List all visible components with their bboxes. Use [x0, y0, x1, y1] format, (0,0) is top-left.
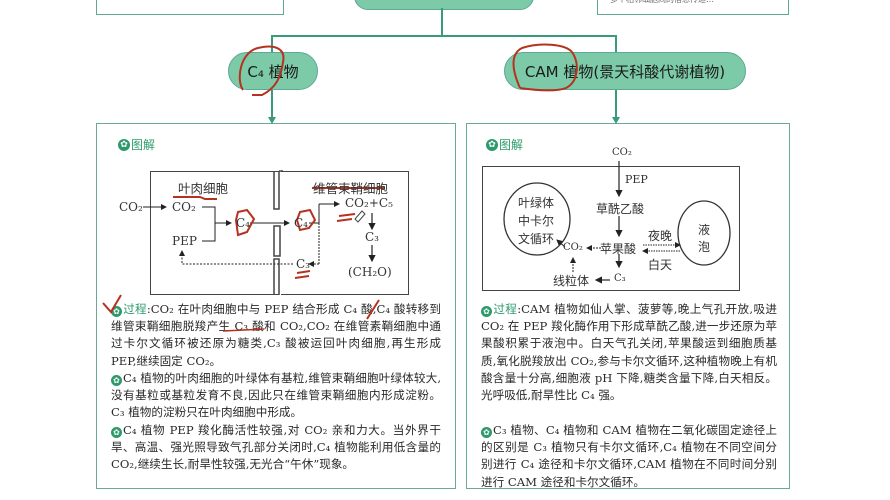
co2-inside: CO₂	[172, 200, 196, 214]
star-icon: ✿	[111, 306, 122, 317]
ch2o-label: (CH₂O)	[348, 265, 392, 279]
process-keyword: 过程	[123, 302, 147, 316]
connector-vertical-top	[441, 8, 443, 36]
top-left-box	[96, 0, 284, 15]
c3-label: C₃	[614, 273, 626, 284]
chloroplast-line3: 文循环	[518, 232, 555, 246]
c4-chloroplast-text: C₄ 植物的叶肉细胞的叶绿体有基粒,维管束鞘细胞叶绿体较大,没有基粒或基粒发育不…	[111, 371, 441, 420]
day-label: 白天	[648, 258, 673, 272]
co2-top-label: CO₂	[612, 147, 632, 158]
cam-comparison-text: C₃ 植物、C₄ 植物和 CAM 植物在二氧化碳固定途径上的区别是 C₃ 植物只…	[481, 423, 777, 489]
cam-comparison-paragraph: ✿C₃ 植物、C₄ 植物和 CAM 植物在二氧化碳固定途径上的区别是 C₃ 植物…	[481, 422, 777, 491]
cam-diagram: CO₂ PEP 草酰乙酸 苹果酸 叶绿体 中卡尔 文循环 CO₂ 线粒体 C₃ …	[467, 124, 791, 304]
chloroplast-line1: 叶绿体	[518, 196, 555, 210]
arrow-left-icon	[268, 117, 276, 124]
arrow-right-icon	[612, 117, 620, 124]
connector-horizontal	[272, 35, 616, 37]
star-icon: ✿	[481, 306, 492, 317]
oxaloacetate-label: 草酰乙酸	[596, 202, 645, 216]
cam-diagram-heading: ✿ 图解	[486, 136, 523, 153]
vacuole-line2: 泡	[698, 240, 711, 254]
c4-plant-pill: C₄ 植物	[228, 52, 318, 90]
chloroplast-line2: 中卡尔	[518, 214, 555, 228]
pep-label: PEP	[172, 234, 197, 248]
co2-c5-label: CO₂+C₅	[345, 196, 393, 210]
cam-process-text: :CAM 植物如仙人掌、菠萝等,晚上气孔开放,吸进 CO₂ 在 PEP 羧化酶作…	[481, 302, 777, 403]
c4-panel: ✿ 图解	[96, 123, 456, 489]
c4-diagram: 叶肉细胞 维管束鞘细胞 CO₂ CO₂ PEP C₄ C₄ CO₂+C₅ C₃ …	[97, 124, 457, 304]
star-icon: ✿	[481, 427, 492, 438]
c4-diagram-heading: ✿ 图解	[118, 136, 155, 153]
c4-text-annotations	[102, 294, 380, 332]
co2-outside: CO₂	[119, 200, 143, 214]
mitochondria-label: 线粒体	[553, 274, 590, 288]
star-icon: ✿	[486, 138, 498, 151]
c4-pep-text: C₄ 植物 PEP 羧化酶活性较强,对 CO₂ 亲和力大。当外界干旱、高温、强光…	[111, 423, 441, 472]
cam-diagram-lines	[503, 161, 731, 284]
c3-return: C₃	[296, 257, 310, 271]
bundle-sheath-cell-box	[281, 171, 409, 295]
c3-bundle-sheath: C₃	[365, 230, 379, 244]
c4-diagram-title: 图解	[131, 138, 156, 152]
c4-chloroplast-paragraph: ✿C₄ 植物的叶肉细胞的叶绿体有基粒,维管束鞘细胞叶绿体较大,没有基粒或基粒发育…	[111, 370, 441, 422]
mesophyll-cell-label: 叶肉细胞	[178, 181, 229, 196]
mesophyll-cell-box	[150, 171, 279, 295]
c4-mesophyll: C₄	[236, 216, 250, 230]
bundle-sheath-cell-label: 维管束鞘细胞	[313, 181, 389, 196]
cam-diagram-title: 图解	[499, 138, 524, 152]
pep-label: PEP	[625, 173, 648, 186]
process-keyword: 过程	[493, 302, 518, 316]
c4-process-paragraph: ✿过程:CO₂ 在叶肉细胞中与 PEP 结合形成 C₄ 酸,C₄ 酸转移到维管束…	[111, 301, 441, 370]
night-label: 夜晚	[648, 229, 673, 243]
cam-cell-box	[482, 166, 740, 291]
star-icon: ✿	[111, 427, 122, 438]
c4-plant-label: C₄ 植物	[247, 62, 299, 81]
c4-pep-paragraph: ✿C₄ 植物 PEP 羧化酶活性较强,对 CO₂ 亲和力大。当外界干旱、高温、强…	[111, 422, 441, 474]
co2-mid-label: CO₂	[563, 242, 583, 253]
malate-label: 苹果酸	[600, 242, 637, 256]
c4-process-text: :CO₂ 在叶肉细胞中与 PEP 结合形成 C₄ 酸,C₄ 酸转移到维管束鞘细胞…	[111, 302, 441, 368]
c4-diagram-lines	[143, 170, 385, 295]
vacuole-line1: 液	[698, 223, 711, 237]
c4-bundle-sheath: C₄	[294, 216, 308, 230]
star-icon: ✿	[111, 375, 122, 386]
cam-process-paragraph: ✿过程:CAM 植物如仙人掌、菠萝等,晚上气孔开放,吸进 CO₂ 在 PEP 羧…	[481, 301, 777, 404]
top-right-box: 多个相邻细胞间的信息传递…	[597, 0, 789, 15]
star-icon: ✿	[118, 138, 130, 151]
top-right-box-text: 多个相邻细胞间的信息传递…	[610, 0, 714, 5]
cam-panel: ✿ 图解 CO₂ PEP 草酰乙酸 苹果酸 叶绿体 中卡尔 文循环 CO₂	[466, 123, 790, 489]
